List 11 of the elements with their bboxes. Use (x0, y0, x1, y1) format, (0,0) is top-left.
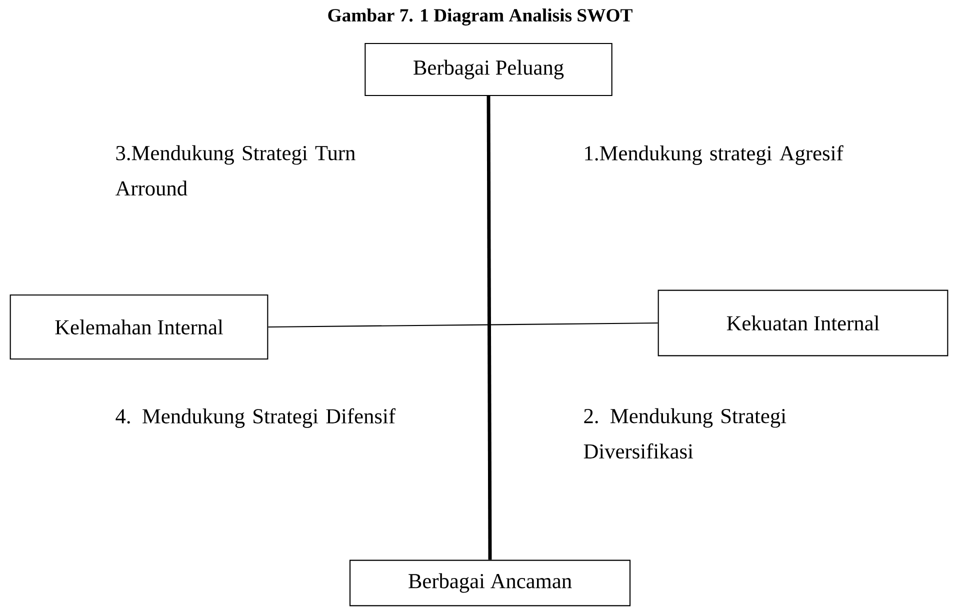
quadrant-label: 4. Mendukung Strategi Difensif (116, 408, 396, 428)
box: Berbagai Peluang (364, 42, 612, 96)
box: Berbagai Ancaman (349, 560, 631, 606)
box: Kelemahan Internal (10, 294, 268, 360)
title: Gambar 7. 1 Diagram Analisis SWOT (328, 8, 632, 26)
box: Kekuatan Internal (658, 290, 948, 356)
quadrant-label: 3.Mendukung Strategi Turn Arround (115, 145, 356, 196)
quadrant-label: 2. Mendukung Strategi Diversifikasi (584, 408, 786, 459)
line (268, 322, 658, 328)
quadrant-label: 1.Mendukung strategi Agresif (585, 145, 844, 165)
line (486, 96, 492, 560)
